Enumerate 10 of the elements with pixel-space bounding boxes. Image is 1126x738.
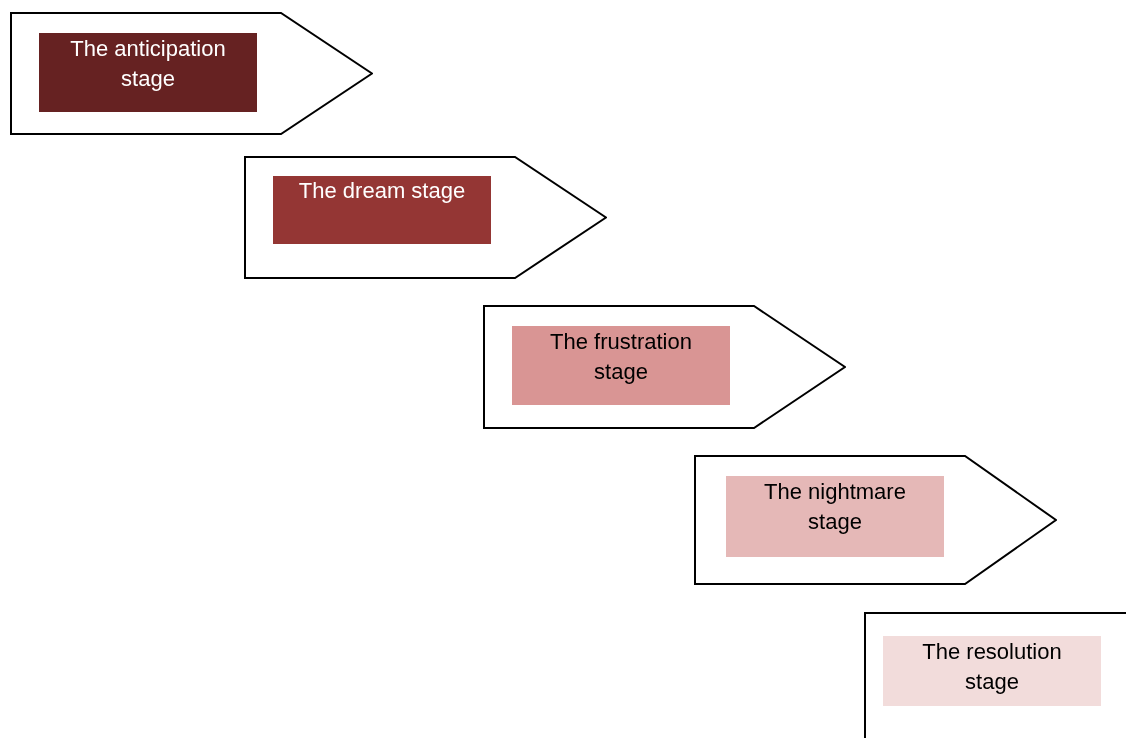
pentagon-shape — [10, 12, 373, 135]
stage-label: The resolution stage — [883, 636, 1101, 706]
pentagon-shape — [483, 305, 846, 429]
pentagon-shape — [864, 612, 1126, 738]
pentagon-shape — [694, 455, 1057, 585]
stage-label: The nightmare stage — [726, 476, 944, 557]
stage-label: The dream stage — [273, 176, 491, 244]
pentagon-shape — [244, 156, 607, 279]
stage-label: The frustration stage — [512, 326, 730, 405]
stage-label: The anticipation stage — [39, 33, 257, 112]
